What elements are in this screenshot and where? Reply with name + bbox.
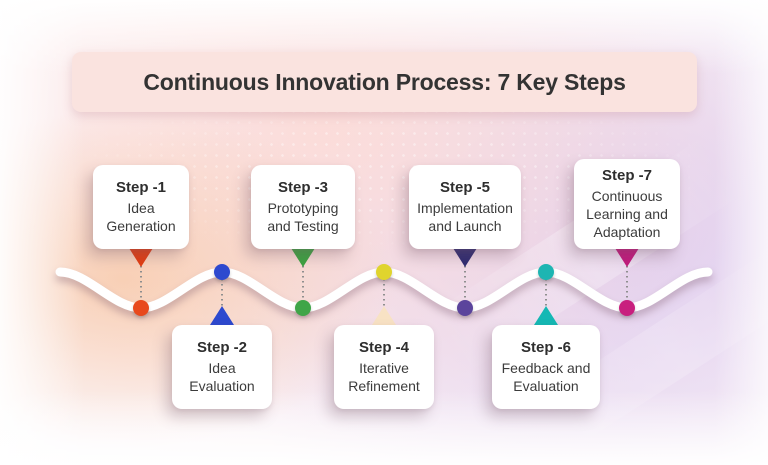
step-5-timeline-dot: [457, 300, 473, 316]
step-6-dotted-connector: [545, 279, 547, 307]
step-4-label: Step -4: [358, 339, 409, 356]
step-4-card: Step -4 Iterative Refinement: [334, 325, 434, 409]
step-4-description: Iterative Refinement: [348, 360, 420, 394]
main-title: Continuous Innovation Process: 7 Key Ste…: [143, 68, 626, 95]
step-7-description: Continuous Learning and Adaptation: [586, 188, 668, 240]
step-3-dotted-connector: [302, 266, 304, 302]
step-7-card: Step -7 Continuous Learning and Adaptati…: [574, 159, 680, 249]
step-3-timeline-dot: [295, 300, 311, 316]
step-4-dotted-connector: [383, 279, 385, 307]
step-2-timeline-dot: [214, 264, 230, 280]
step-1-timeline-dot: [133, 300, 149, 316]
step-1-description: Idea Generation: [106, 200, 176, 234]
step-5-label: Step -5: [439, 179, 490, 196]
step-2-label: Step -2: [196, 339, 247, 356]
step-6-description: Feedback and Evaluation: [501, 360, 591, 394]
step-6-label: Step -6: [520, 339, 571, 356]
step-1-dotted-connector: [140, 266, 142, 302]
title-banner: Continuous Innovation Process: 7 Key Ste…: [72, 52, 697, 112]
step-3-card: Step -3 Prototyping and Testing: [251, 165, 355, 249]
step-1-label: Step -1: [115, 179, 166, 196]
step-2-description: Idea Evaluation: [189, 360, 255, 394]
step-7-label: Step -7: [601, 167, 652, 184]
step-3-description: Prototyping and Testing: [267, 200, 339, 234]
step-3-label: Step -3: [277, 179, 328, 196]
step-7-dotted-connector: [626, 266, 628, 302]
step-6-timeline-dot: [538, 264, 554, 280]
step-5-dotted-connector: [464, 266, 466, 302]
step-5-description: Implementation and Launch: [417, 200, 513, 234]
step-1-card: Step -1 Idea Generation: [93, 165, 189, 249]
step-5-card: Step -5 Implementation and Launch: [409, 165, 521, 249]
step-7-timeline-dot: [619, 300, 635, 316]
step-2-dotted-connector: [221, 279, 223, 307]
step-6-card: Step -6 Feedback and Evaluation: [492, 325, 600, 409]
step-2-card: Step -2 Idea Evaluation: [172, 325, 272, 409]
step-4-timeline-dot: [376, 264, 392, 280]
